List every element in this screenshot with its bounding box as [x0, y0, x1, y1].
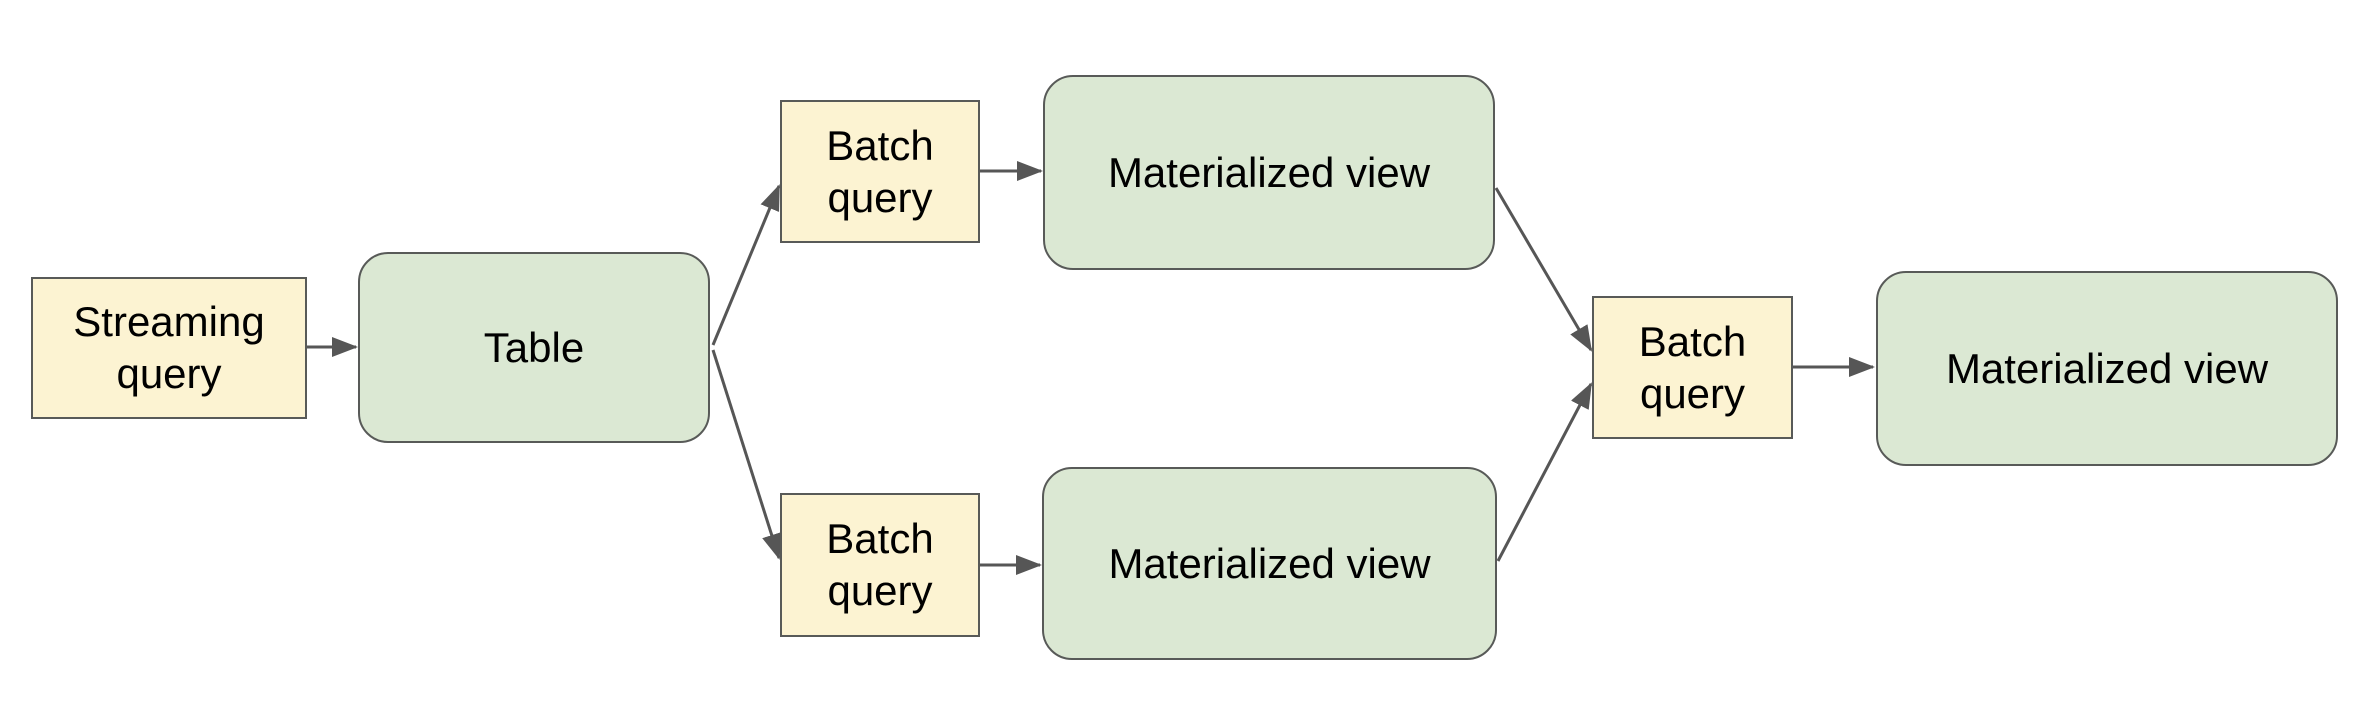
node-batch-query-right-label: Batch query — [1638, 317, 1747, 417]
node-table-label: Table — [483, 323, 585, 371]
node-batch-query-bottom-label: Batch query — [826, 515, 934, 614]
node-batch-query-top: Batch query — [780, 100, 980, 243]
node-streaming-query: Streaming query — [31, 277, 307, 419]
arrow-materialized-view-bottom-to-batch-query-right — [1496, 382, 1593, 562]
node-table: Table — [358, 252, 710, 443]
node-materialized-view-right: Materialized view — [1876, 271, 2338, 466]
node-batch-query-top-label: Batch query — [826, 121, 934, 221]
node-materialized-view-top: Materialized view — [1043, 75, 1495, 270]
node-streaming-query-label: Streaming query — [73, 298, 265, 397]
node-materialized-view-bottom: Materialized view — [1042, 467, 1497, 660]
arrow-table-to-batch-query-top — [711, 184, 781, 346]
arrow-materialized-view-top-to-batch-query-right — [1494, 187, 1593, 352]
node-materialized-view-bottom-label: Materialized view — [1108, 539, 1431, 587]
node-batch-query-bottom: Batch query — [780, 493, 980, 637]
arrow-table-to-batch-query-bottom — [711, 349, 782, 560]
node-batch-query-right: Batch query — [1592, 296, 1793, 439]
node-materialized-view-top-label: Materialized view — [1107, 148, 1431, 196]
node-materialized-view-right-label: Materialized view — [1945, 344, 2269, 392]
